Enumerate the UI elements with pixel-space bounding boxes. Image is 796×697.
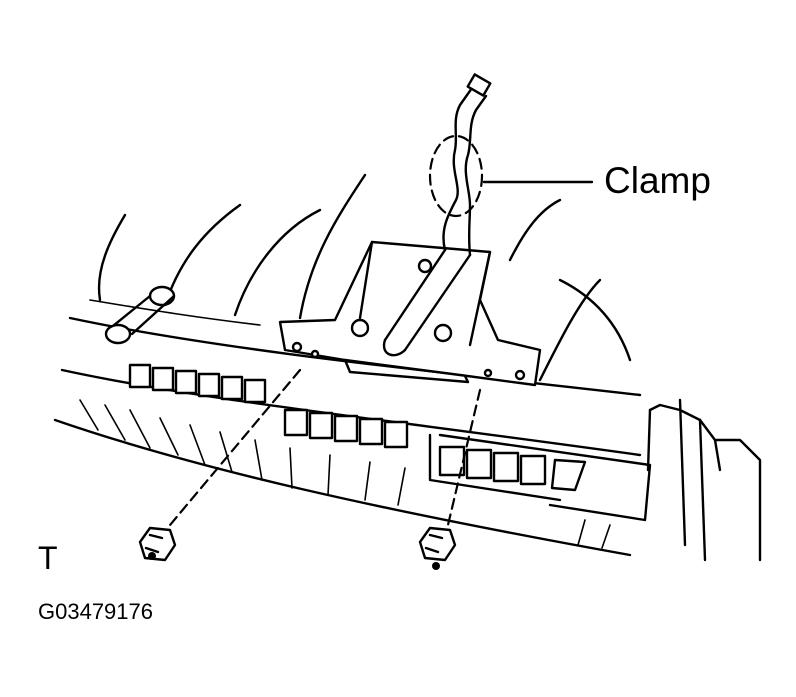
clamp-callout-label: Clamp (604, 160, 711, 201)
cowl-grille-slots (128, 363, 652, 522)
left-post (104, 285, 176, 345)
washer-hose (428, 73, 594, 257)
cowl-texture-lines (79, 399, 611, 549)
nozzle-bracket (278, 240, 542, 387)
bolt-right (418, 526, 457, 570)
right-side-structure (646, 398, 762, 562)
bolt-left (138, 526, 177, 562)
figure-id: G03479176 (38, 599, 153, 624)
orientation-mark: T (38, 540, 58, 576)
clamp-callout-circle (428, 134, 484, 218)
bolt-guide-lines (168, 368, 482, 527)
